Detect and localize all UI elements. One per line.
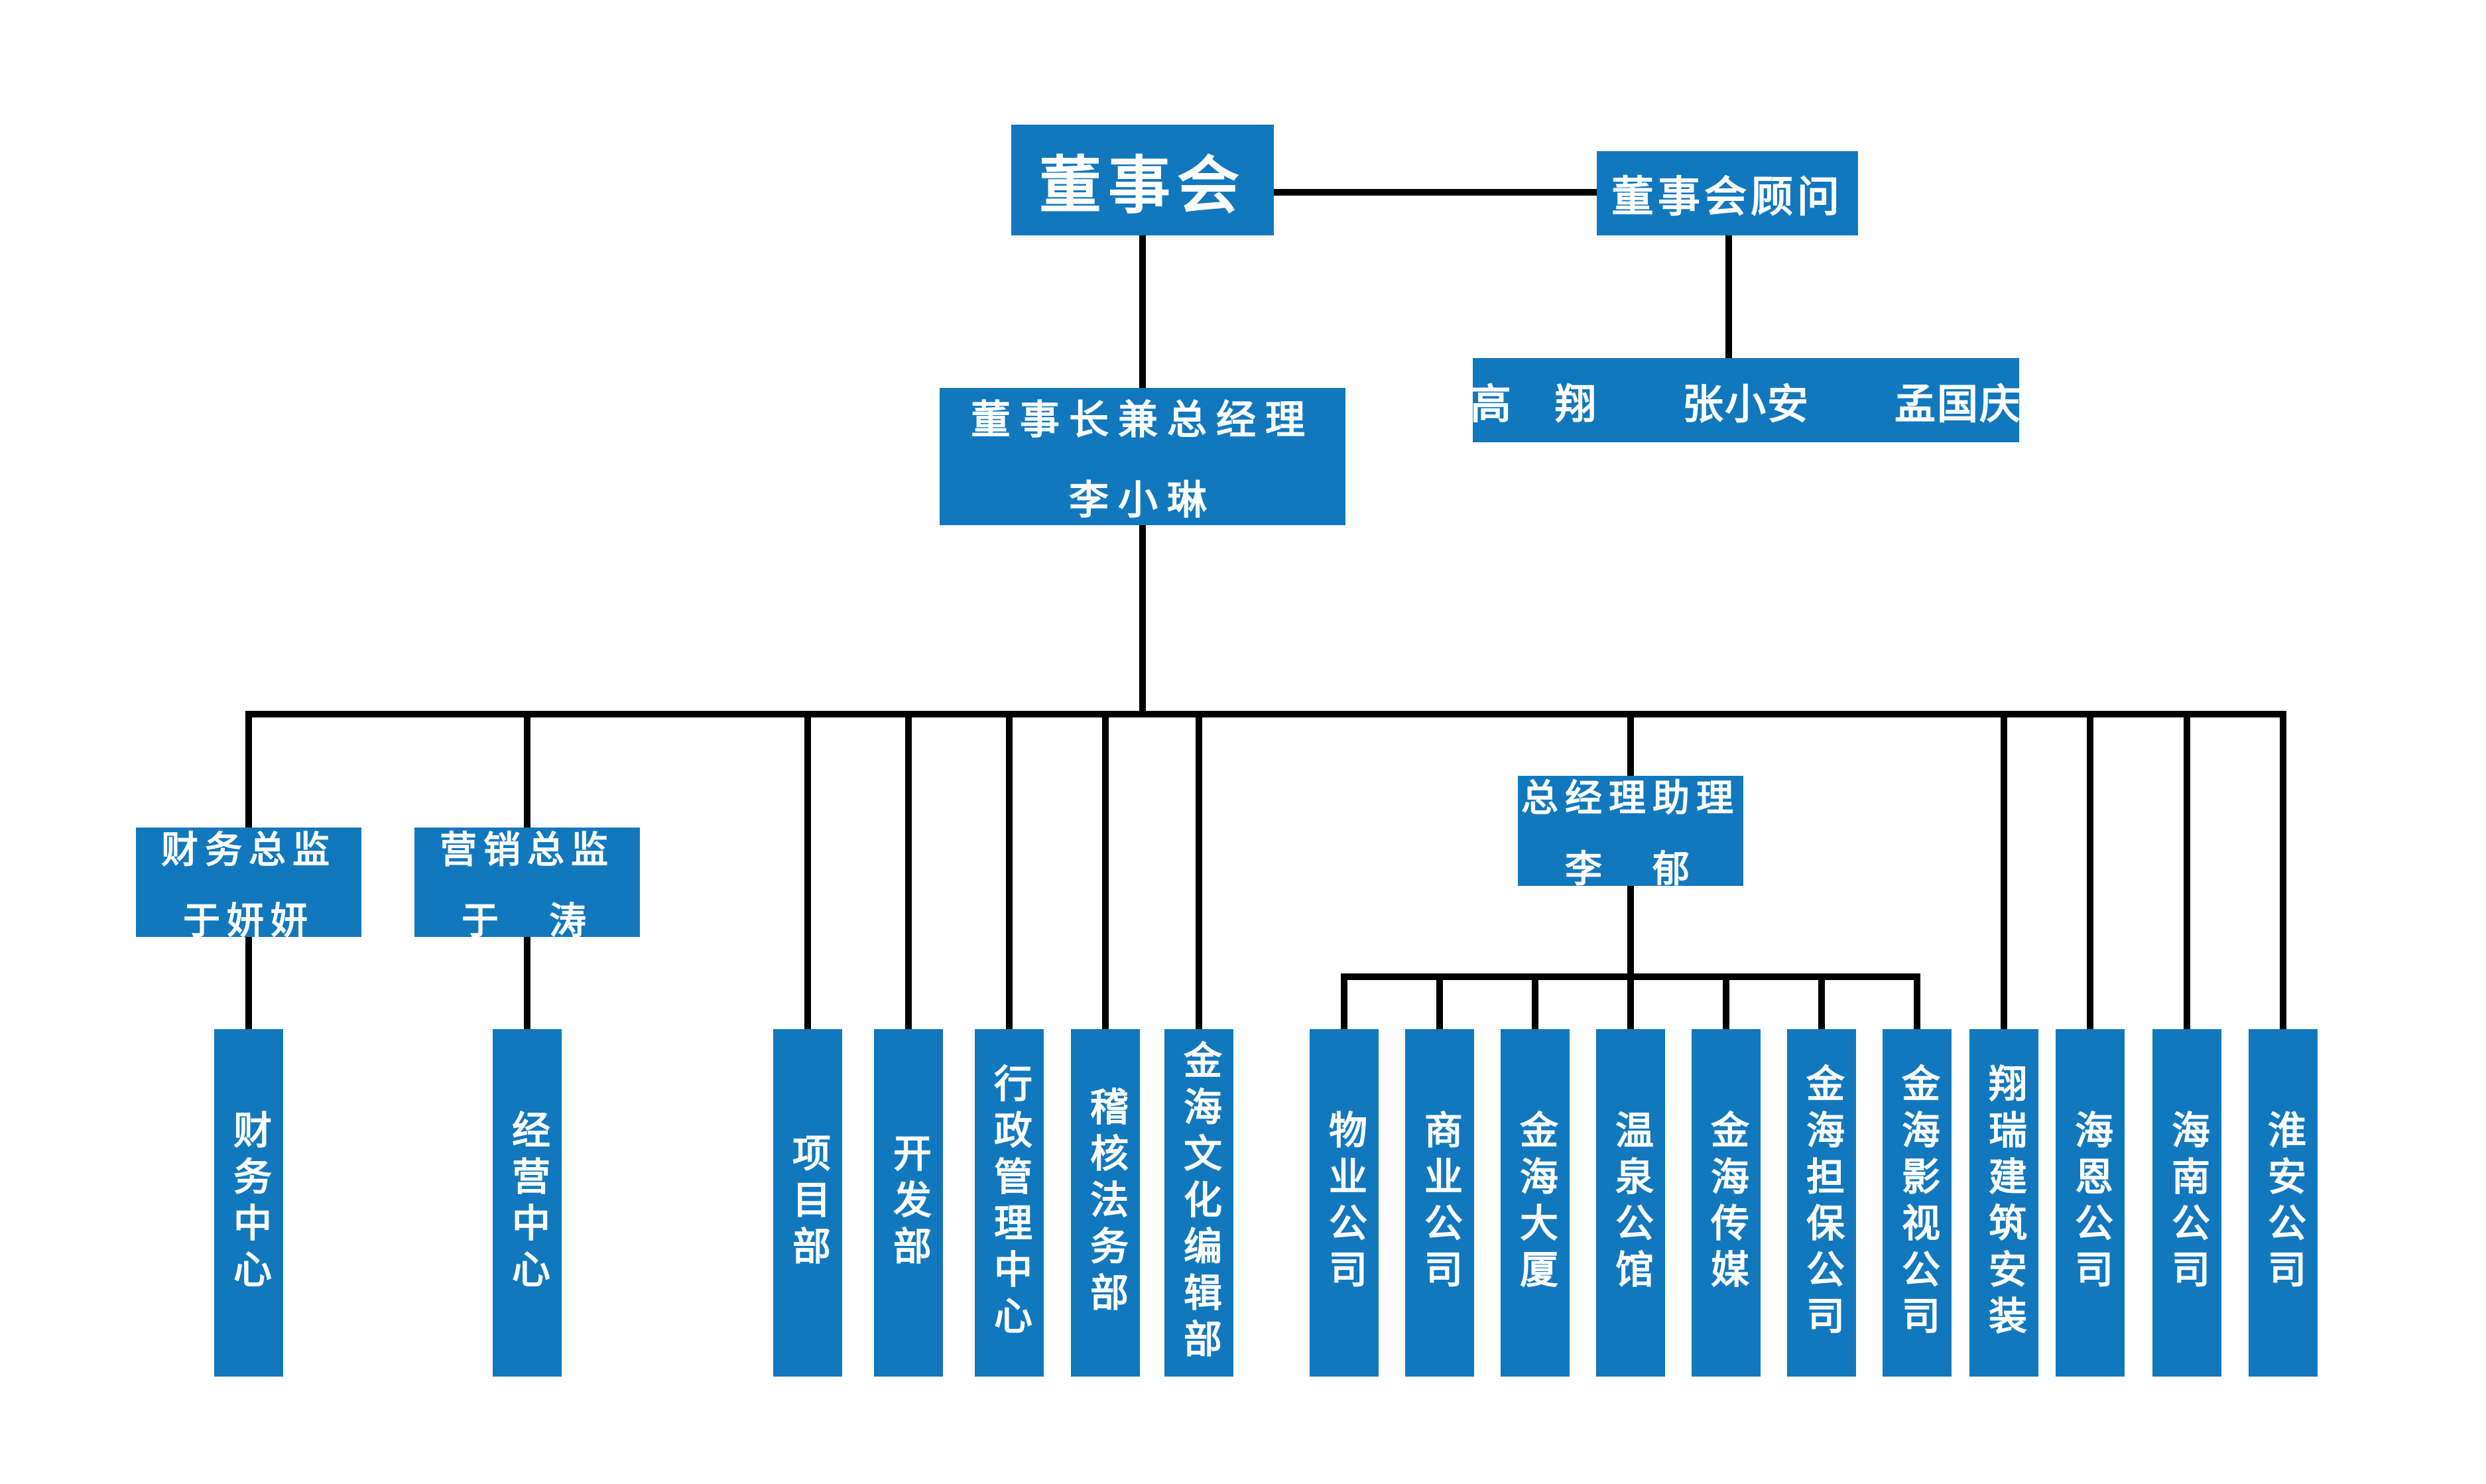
node-advisor-names: 高 翔 张小安 孟国庆 xyxy=(1470,358,2022,442)
drop-audit-legal-dept xyxy=(1102,714,1109,1032)
finance-director-name: 于妍妍 xyxy=(183,899,314,942)
unit-audit-legal-dept: 稽核法务部 xyxy=(1071,1029,1140,1377)
gm-assistant-name: 李 郁 xyxy=(1565,848,1696,890)
board-advisor-label: 董事会顾问 xyxy=(1611,172,1843,221)
unit-project-dept: 项目部 xyxy=(773,1029,842,1377)
subdrop-jinhai-tower xyxy=(1532,977,1538,1030)
drop-admin-center xyxy=(1006,714,1013,1032)
subdrop-hotspring-mansion xyxy=(1627,977,1634,1030)
node-marketing-director: 营销总监 于 涛 xyxy=(414,828,640,942)
advisor-names-label: 高 翔 张小安 孟国庆 xyxy=(1470,381,2022,428)
connector-board-chairman xyxy=(1139,234,1146,389)
chairman-name: 李小琳 xyxy=(1069,477,1216,523)
subdrop-property-company xyxy=(1341,977,1347,1030)
unit-hainan-company: 海南公司 xyxy=(2152,1029,2221,1377)
drop-hainan-company xyxy=(2184,714,2190,1032)
unit-admin-mgmt-center: 行政管理中心 xyxy=(975,1029,1044,1377)
unit-label: 金海担保公司 xyxy=(1800,1064,1843,1342)
drop-gm-assistant xyxy=(1627,714,1634,777)
unit-label: 财务中心 xyxy=(227,1110,271,1296)
connector-advisor-names xyxy=(1725,234,1732,360)
connector-chairman-mainbar xyxy=(1139,524,1146,717)
unit-jinhai-tower: 金海大厦 xyxy=(1501,1029,1570,1377)
unit-property-company: 物业公司 xyxy=(1310,1029,1379,1377)
unit-commerce-company: 商业公司 xyxy=(1405,1029,1474,1377)
drop-haien-company xyxy=(2087,714,2093,1032)
connector-finance-center xyxy=(245,935,252,1031)
node-gm-assistant: 总经理助理 李 郁 xyxy=(1518,776,1743,890)
unit-xiangrui-construction: 翔瑞建筑安装 xyxy=(1969,1029,2038,1377)
node-board: 董事会 xyxy=(1011,125,1274,235)
unit-huaian-company: 淮安公司 xyxy=(2249,1029,2318,1377)
node-chairman-gm: 董事长兼总经理 李小琳 xyxy=(940,388,1345,525)
drop-finance-director xyxy=(245,714,252,830)
drop-project-dept xyxy=(804,714,811,1032)
unit-culture-editorial-dept: 金海文化编辑部 xyxy=(1164,1029,1233,1377)
unit-jinhai-film: 金海影视公司 xyxy=(1883,1029,1952,1377)
unit-label: 金海文化编辑部 xyxy=(1178,1040,1221,1365)
unit-label: 海恩公司 xyxy=(2069,1110,2112,1296)
marketing-director-title: 营销总监 xyxy=(440,828,615,871)
unit-label: 海南公司 xyxy=(2166,1110,2209,1296)
unit-finance-center: 财务中心 xyxy=(214,1029,283,1377)
subdrop-jinhai-media xyxy=(1723,977,1729,1030)
drop-culture-editorial-dept xyxy=(1196,714,1202,1032)
drop-huaian-company xyxy=(2280,714,2286,1032)
unit-haien-company: 海恩公司 xyxy=(2056,1029,2125,1377)
unit-label: 温泉公馆 xyxy=(1609,1110,1652,1296)
unit-label: 经营中心 xyxy=(506,1110,549,1296)
connector-assistant-subbar xyxy=(1627,884,1634,977)
unit-label: 金海大厦 xyxy=(1514,1110,1557,1296)
node-finance-director: 财务总监 于妍妍 xyxy=(136,828,361,942)
board-label: 董事会 xyxy=(1038,150,1246,220)
drop-xiangrui-construction xyxy=(2001,714,2007,1032)
subdrop-jinhai-film xyxy=(1914,977,1920,1030)
subdrop-commerce-company xyxy=(1436,977,1443,1030)
unit-label: 行政管理中心 xyxy=(988,1064,1031,1342)
node-board-advisor: 董事会顾问 xyxy=(1597,151,1858,235)
drop-marketing-director xyxy=(524,714,530,830)
unit-label: 翔瑞建筑安装 xyxy=(1983,1064,2026,1342)
unit-label: 物业公司 xyxy=(1323,1110,1366,1296)
unit-label: 稽核法务部 xyxy=(1084,1087,1127,1319)
unit-label: 商业公司 xyxy=(1418,1110,1461,1296)
chairman-title: 董事长兼总经理 xyxy=(971,397,1314,442)
unit-development-dept: 开发部 xyxy=(874,1029,943,1377)
connector-main-bar xyxy=(245,711,2286,717)
subdrop-jinhai-guarantee xyxy=(1818,977,1825,1030)
unit-jinhai-media: 金海传媒 xyxy=(1692,1029,1761,1377)
finance-director-title: 财务总监 xyxy=(161,828,336,871)
unit-operations-center: 经营中心 xyxy=(493,1029,562,1377)
unit-jinhai-guarantee: 金海担保公司 xyxy=(1787,1029,1856,1377)
connector-board-advisor xyxy=(1272,189,1598,196)
unit-label: 淮安公司 xyxy=(2262,1110,2305,1296)
unit-label: 金海传媒 xyxy=(1705,1110,1748,1296)
drop-development-dept xyxy=(905,714,912,1032)
unit-label: 金海影视公司 xyxy=(1896,1064,1939,1342)
unit-label: 项目部 xyxy=(786,1133,830,1272)
gm-assistant-title: 总经理助理 xyxy=(1521,777,1740,819)
unit-hotspring-mansion: 温泉公馆 xyxy=(1596,1029,1665,1377)
connector-operations-center xyxy=(524,935,530,1031)
unit-label: 开发部 xyxy=(887,1133,930,1272)
marketing-director-name: 于 涛 xyxy=(462,899,593,942)
